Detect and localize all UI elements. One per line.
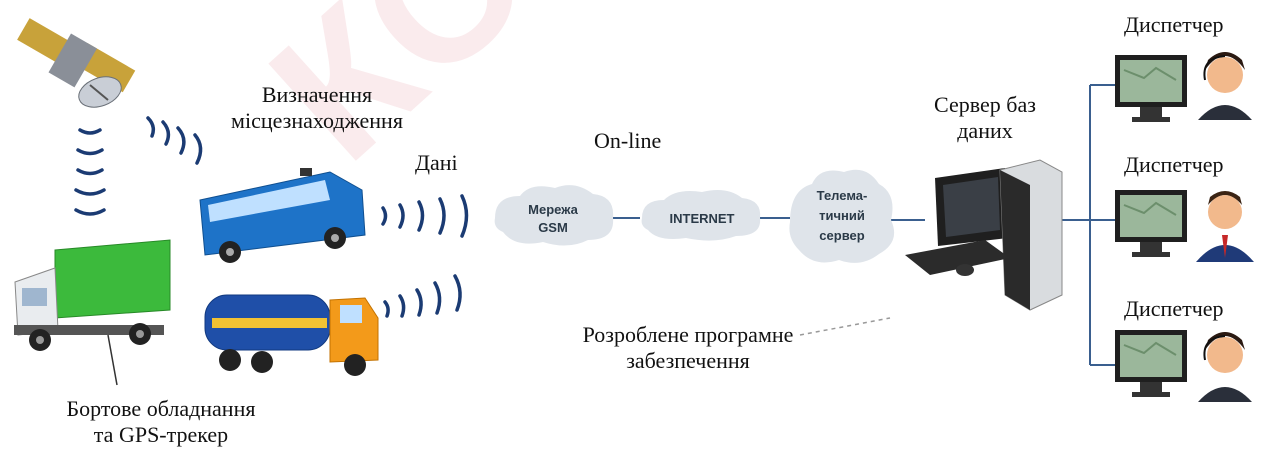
tanker-signal-icon [383,274,462,318]
location-label-line1: Визначення [261,82,373,107]
server-label: Сервер баз даних [905,92,1065,144]
location-signal-icon [146,116,203,165]
dispatcher-label-2: Диспетчер [1124,152,1224,177]
server-computer-icon [905,159,1063,311]
gsm-cloud [494,185,614,246]
server-label-line2: даних [957,118,1013,143]
onboard-label-line2: та GPS-трекер [93,422,229,447]
dispatcher-label-1: Диспетчер [1124,12,1224,37]
gsm-label-line2: GSM [538,220,568,235]
software-label: Розроблене програмне забезпечення [548,322,828,374]
data-label: Дані [415,150,458,175]
satellite-icon [17,18,136,108]
internet-label: INTERNET [670,211,735,226]
network-links [612,84,1115,366]
gsm-label-line1: Мережа [528,202,578,217]
dispatcher-label-3: Диспетчер [1124,296,1224,321]
satellite-signal-icon [74,128,106,216]
location-label-line2: місцезнаходження [231,108,403,133]
tanker-truck-icon [204,294,379,376]
telematic-label-line2: тичний [819,208,865,223]
data-signal-icon [381,194,469,238]
onboard-label-line1: Бортове обладнання [66,396,256,421]
dispatcher-workstation-3 [1115,330,1252,402]
truck-icon [14,239,171,351]
software-label-line1: Розроблене програмне [582,322,794,347]
dispatcher-workstation-1 [1115,52,1252,122]
telematic-server-cloud [789,169,895,263]
software-label-line2: забезпечення [626,348,750,373]
dispatcher-workstation-2 [1115,190,1254,262]
online-label: On-line [594,128,662,153]
bus-icon [199,168,366,263]
onboard-label: Бортове обладнання та GPS-трекер [36,396,286,448]
telematic-label-line3: сервер [819,228,864,243]
server-label-line1: Сервер баз [934,92,1036,117]
location-label: Визначення місцезнаходження [212,82,422,134]
telematic-label-line1: Телема- [817,188,868,203]
internet-cloud [641,190,761,241]
pointer-line [107,334,118,386]
